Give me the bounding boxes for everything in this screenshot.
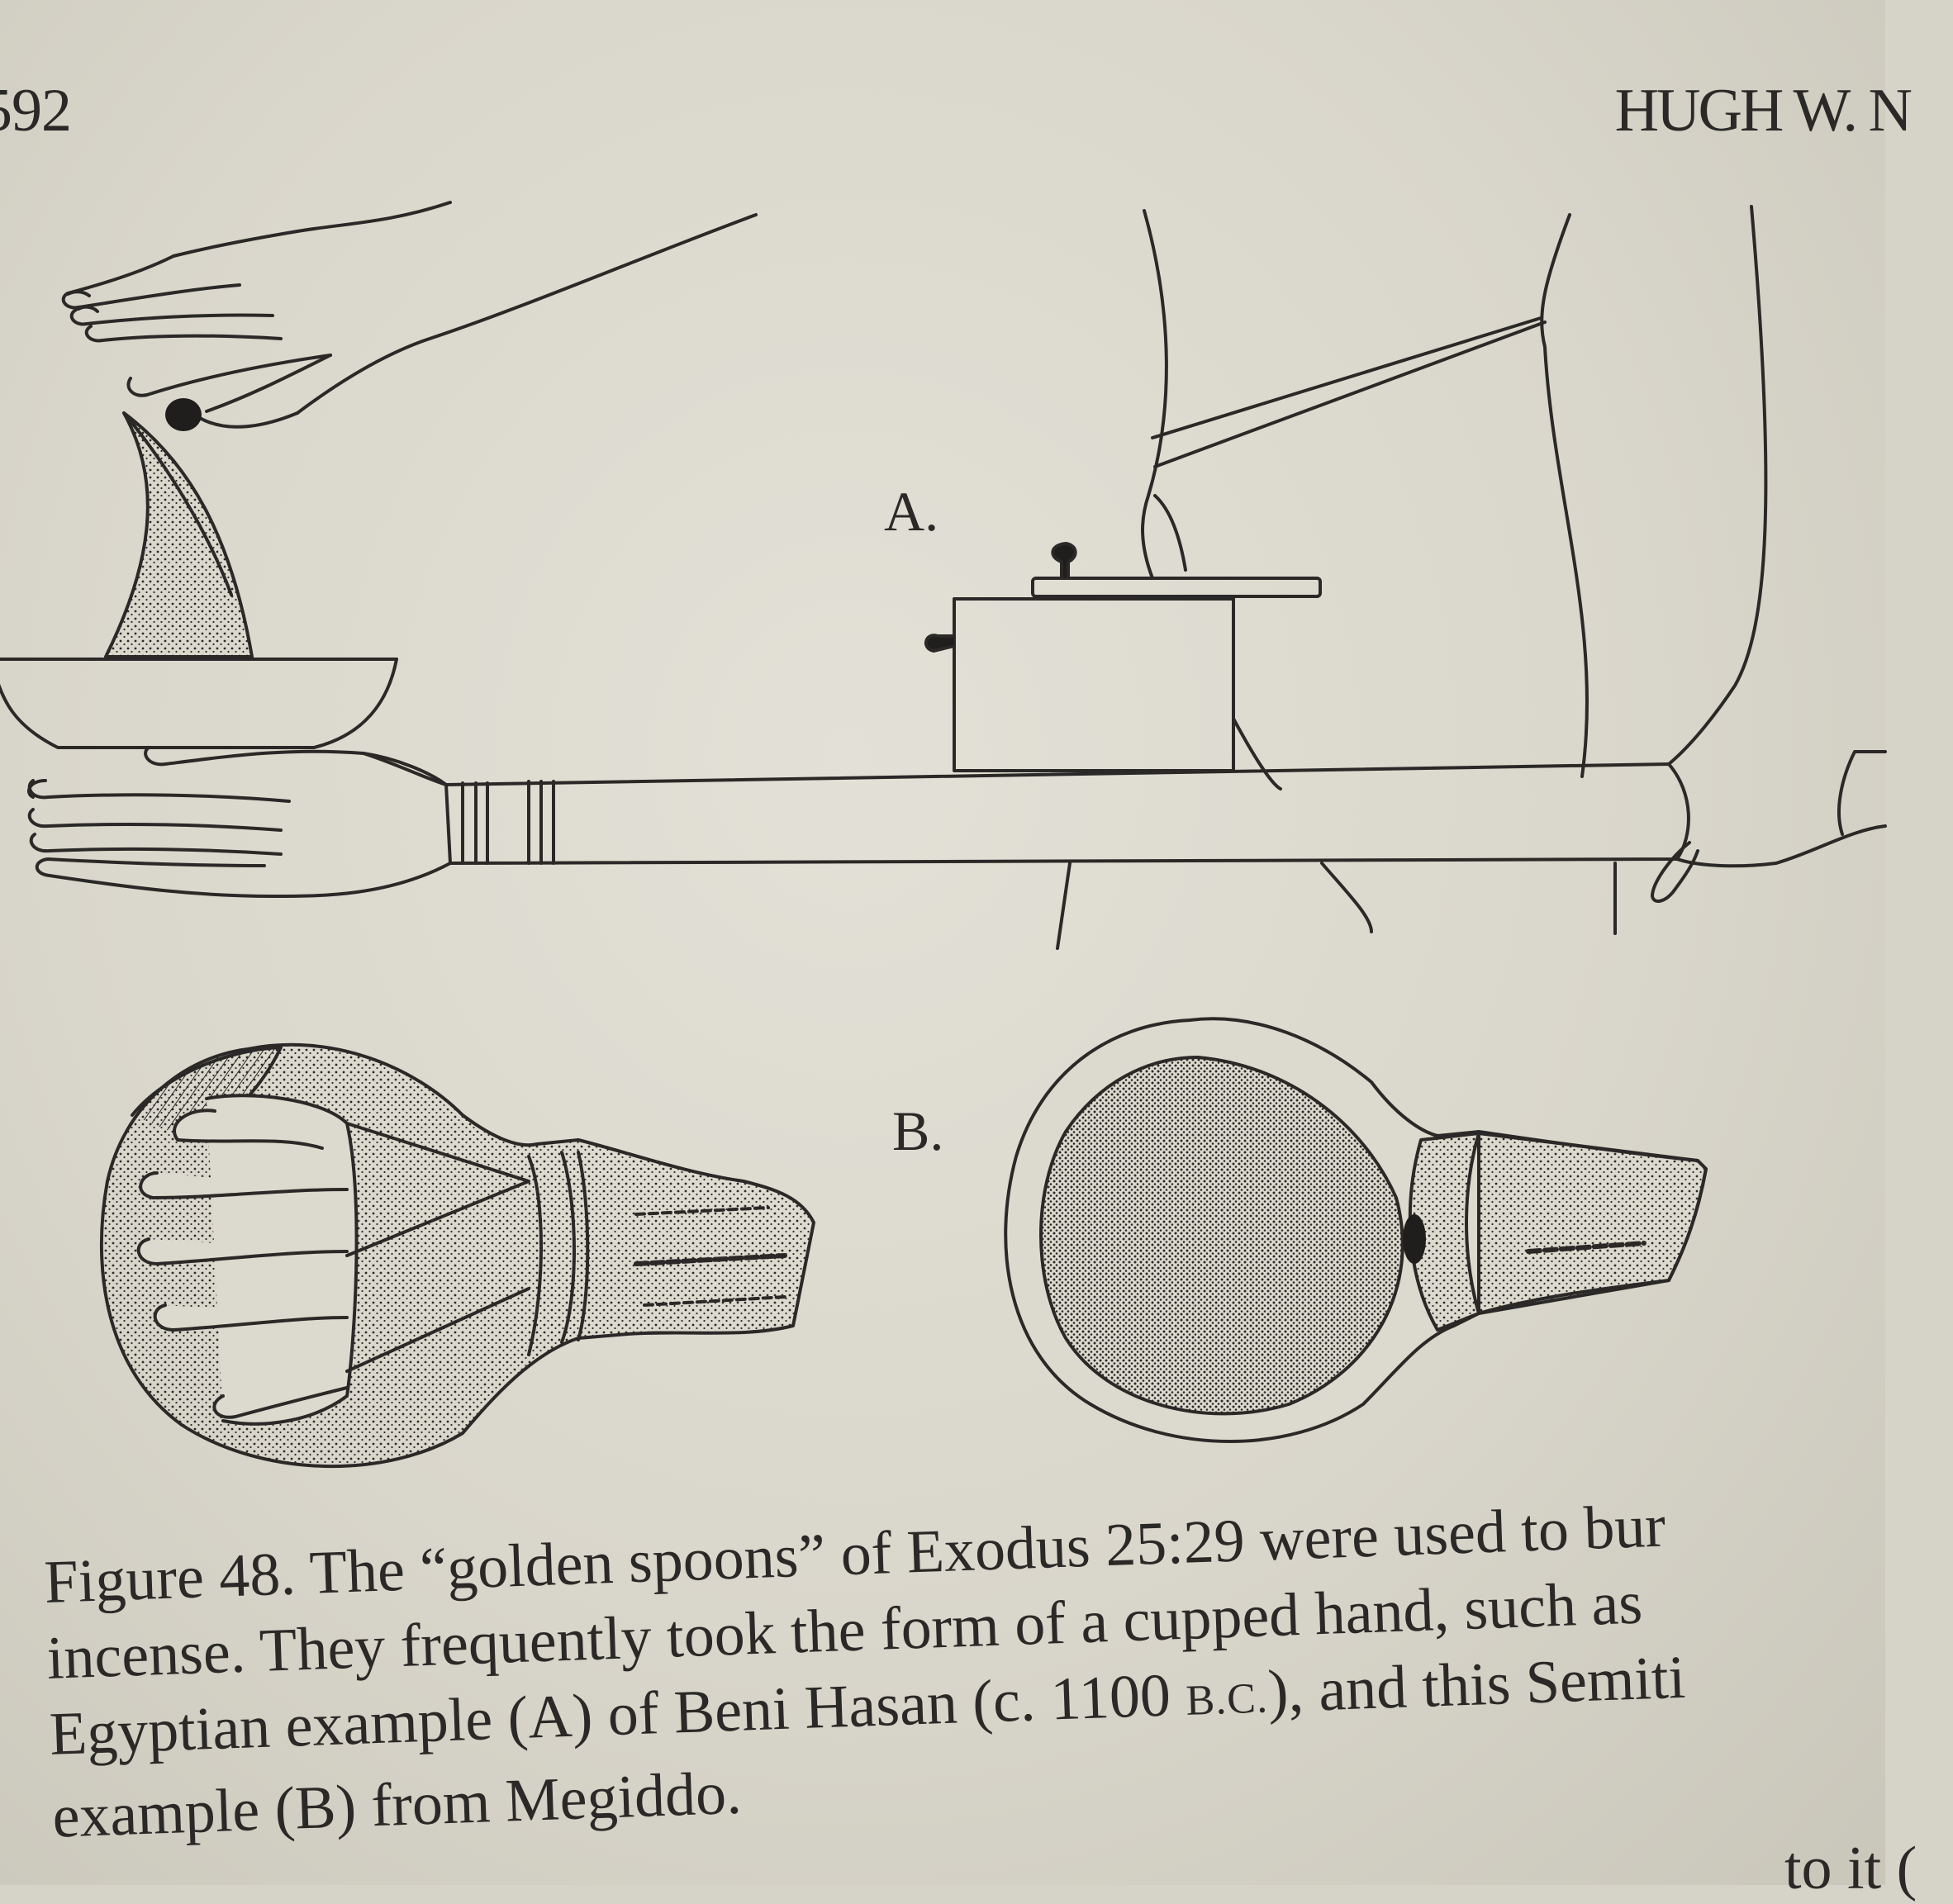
incense-flame-pile	[104, 411, 254, 658]
megiddo-spoon-bowl-view	[1004, 1017, 1708, 1443]
figure-label-a: A.	[884, 480, 939, 543]
caption-line-3-after: ), and this Semiti	[1266, 1643, 1687, 1726]
background-figure-line	[1141, 209, 1168, 580]
body-text-fragment: to it (	[1784, 1835, 1917, 1902]
figure-48-illustration	[0, 201, 1887, 1468]
running-head-author: HUGH W. N	[1614, 77, 1913, 145]
lower-hand-drawing	[27, 746, 452, 898]
caption-era-small-caps: B.C.	[1185, 1674, 1269, 1725]
figure-b-megiddo-spoon	[99, 1017, 1708, 1468]
right-figure-arm	[1667, 205, 1768, 766]
figure-a-egyptian-spoon	[0, 201, 1887, 950]
incense-box	[924, 542, 1322, 772]
upper-hand-drawing	[61, 201, 758, 429]
figure-caption: Figure 48. The “golden spoons” of Exodus…	[43, 1479, 1953, 1855]
spoon-handle	[444, 762, 1690, 865]
megiddo-spoon-back-view	[99, 1042, 815, 1468]
incense-pellet	[165, 398, 202, 431]
figure-label-b: B.	[892, 1099, 944, 1162]
spoon-bowl	[0, 658, 398, 749]
page-number: 592	[0, 77, 72, 145]
